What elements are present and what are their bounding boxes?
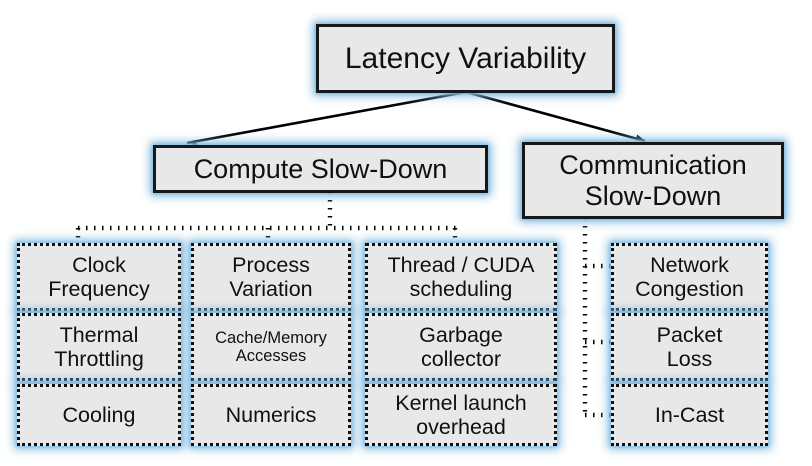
node-in-cast[interactable]: In-Cast — [611, 384, 768, 446]
node-label: Network Congestion — [635, 252, 744, 301]
node-label: Kernel launch overhead — [395, 390, 527, 439]
node-clock-frequency[interactable]: Clock Frequency — [17, 243, 181, 311]
node-kernel-launch-overhead[interactable]: Kernel launch overhead — [365, 384, 557, 446]
node-label: Compute Slow-Down — [193, 153, 448, 184]
node-label: Clock Frequency — [48, 252, 150, 301]
node-label: Latency Variability — [344, 41, 587, 75]
node-thermal-throttling[interactable]: Thermal Throttling — [17, 313, 181, 381]
node-numerics[interactable]: Numerics — [191, 384, 351, 446]
node-garbage-collector[interactable]: Garbage collector — [365, 313, 557, 381]
node-label: Packet Loss — [656, 322, 723, 371]
node-process-variation[interactable]: Process Variation — [191, 243, 351, 311]
node-compute-slow-down[interactable]: Compute Slow-Down — [153, 145, 488, 193]
node-communication-slow-down[interactable]: Communication Slow-Down — [522, 142, 784, 219]
node-label: Cooling — [62, 402, 136, 427]
node-label: Communication Slow-Down — [559, 150, 747, 211]
node-cooling[interactable]: Cooling — [17, 384, 181, 446]
node-label: Garbage collector — [419, 322, 503, 371]
edge-root-to-communication — [465, 90, 646, 143]
node-label: Process Variation — [229, 252, 313, 301]
node-label: Thread / CUDA scheduling — [387, 252, 535, 301]
node-label: Thermal Throttling — [54, 322, 144, 371]
node-latency-variability[interactable]: Latency Variability — [316, 24, 615, 93]
node-packet-loss[interactable]: Packet Loss — [611, 313, 768, 381]
node-label: Numerics — [225, 402, 317, 427]
node-network-congestion[interactable]: Network Congestion — [611, 243, 768, 311]
node-label: In-Cast — [654, 402, 725, 427]
node-cache-memory-accesses[interactable]: Cache/Memory Accesses — [191, 313, 351, 381]
node-label: Cache/Memory Accesses — [215, 328, 327, 365]
edge-root-to-compute — [186, 90, 467, 146]
node-thread-cuda-scheduling[interactable]: Thread / CUDA scheduling — [365, 243, 557, 311]
